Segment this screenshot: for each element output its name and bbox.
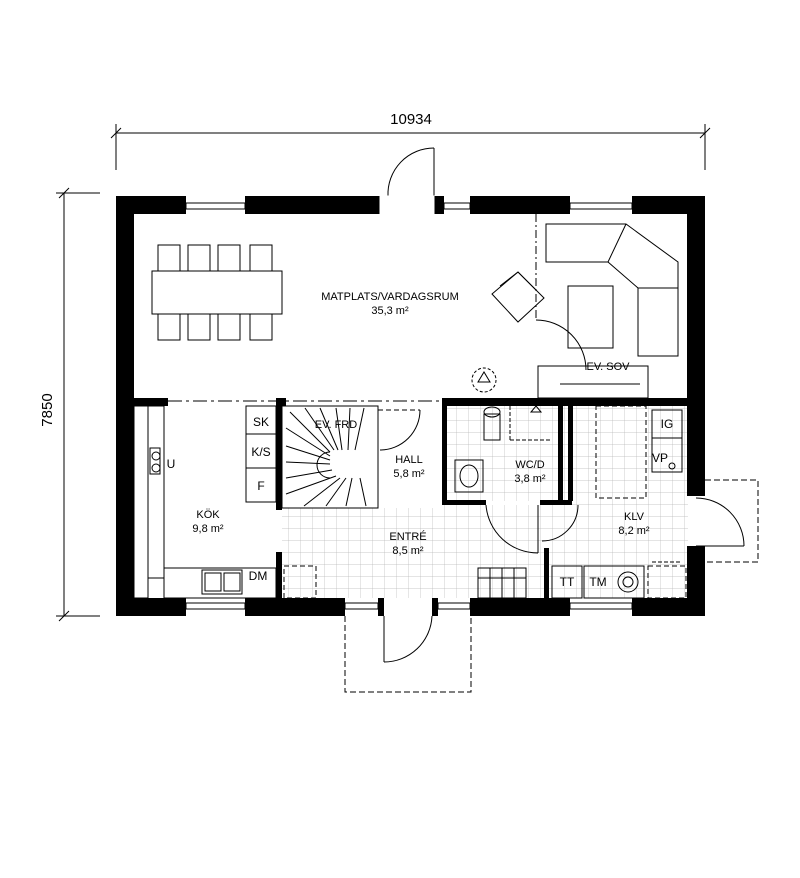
klv-fixtures: [551, 405, 687, 599]
top-door: [379, 147, 435, 215]
code-tm: TM: [589, 575, 606, 589]
wc-tiles: [446, 406, 568, 501]
room-hall-area: 5,8 m²: [393, 468, 425, 480]
code-f: F: [257, 479, 264, 493]
code-u: U: [167, 457, 176, 471]
entre-tiles: [282, 508, 442, 598]
ev-sov-door: [535, 319, 587, 371]
room-living-name: MATPLATS/VARDAGSRUM: [321, 291, 459, 303]
sofa-set: [471, 223, 679, 393]
dining-set: [151, 244, 283, 341]
code-vp: VP: [652, 451, 668, 465]
wc-passage-tiles: [442, 505, 572, 598]
ev-sov-bed: [537, 365, 649, 399]
room-kitchen-name: KÖK: [196, 509, 220, 521]
room-hall-name: HALL: [395, 454, 423, 466]
code-ig: IG: [661, 417, 674, 431]
room-wc-name: WC/D: [515, 459, 544, 471]
exterior-walls: [116, 196, 705, 616]
code-tt: TT: [560, 575, 575, 589]
windows: [185, 202, 633, 610]
room-living-area: 35,3 m²: [371, 305, 409, 317]
room-klv-name: KLV: [624, 511, 645, 523]
room-entre-name: ENTRÉ: [389, 530, 426, 543]
code-ks: K/S: [251, 445, 270, 459]
entre-details: [283, 565, 527, 599]
dimension-height: 7850: [39, 187, 100, 622]
dimension-width: 10934: [110, 111, 711, 170]
code-sk: SK: [253, 415, 269, 429]
klv-tiles: [572, 406, 688, 598]
dimension-height-label: 7850: [39, 393, 56, 426]
room-ev-frd-name: EV. FRD: [315, 419, 357, 431]
staircase: [281, 405, 420, 509]
hall-door: [379, 409, 421, 451]
room-klv-area: 8,2 m²: [618, 525, 650, 537]
front-porch: [344, 615, 472, 693]
wc-fixtures: [454, 405, 579, 554]
room-wc-area: 3,8 m²: [514, 473, 546, 485]
interior-walls: [134, 398, 687, 598]
room-entre-area: 8,5 m²: [392, 545, 424, 557]
code-dm: DM: [249, 569, 268, 583]
kitchen-fixtures: [133, 405, 277, 599]
room-kitchen-area: 9,8 m²: [192, 523, 224, 535]
side-door: [695, 479, 759, 563]
dimension-width-label: 10934: [390, 111, 432, 128]
room-ev-sov-name: EV. SOV: [586, 361, 630, 373]
